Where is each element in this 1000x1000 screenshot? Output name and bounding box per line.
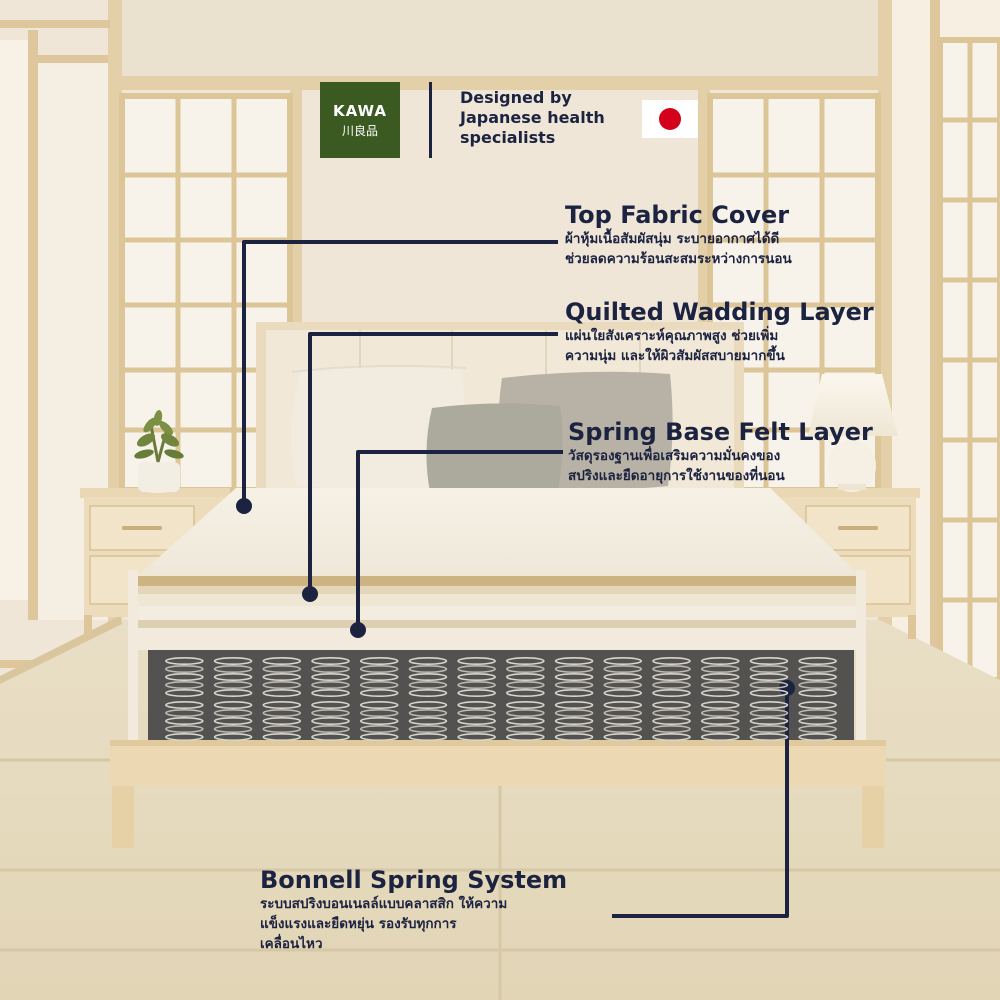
spring-coil xyxy=(408,656,448,697)
callout-quilted-wadding-layer: Quilted Wadding Layer แผ่นใยสังเคราะห์คุ… xyxy=(565,298,895,366)
spring-coil xyxy=(359,656,399,697)
spring-coil xyxy=(652,656,691,697)
spring-coil xyxy=(457,656,496,697)
spring-coil xyxy=(652,700,691,741)
callout-description: วัสดุรองฐานเพื่อเสริมความมั่นคงของ สปริง… xyxy=(568,448,785,484)
callout-dots xyxy=(236,498,795,696)
spring-base-felt-dot xyxy=(350,622,366,638)
pillows xyxy=(291,364,673,494)
spring-coil xyxy=(213,700,253,741)
callout-description: ระบบสปริงบอนเนลล์แบบคลาสสิก ให้ความ แข็ง… xyxy=(260,896,508,952)
logo-subtext: 川良品 xyxy=(341,123,378,138)
spring-coil xyxy=(749,656,789,697)
spring-coil xyxy=(408,700,448,741)
japan-flag-icon xyxy=(642,100,698,138)
spring-coil xyxy=(506,700,545,741)
callout-spring-base-felt-layer: Spring Base Felt Layer วัสดุรองฐานเพื่อเ… xyxy=(568,418,898,486)
spring-cutaway xyxy=(148,650,854,746)
callout-bonnell-spring-system: Bonnell Spring System ระบบสปริงบอนเนลล์แ… xyxy=(260,866,620,954)
callout-title: Spring Base Felt Layer xyxy=(568,418,873,446)
top-fabric-cover-dot xyxy=(236,498,252,514)
spring-coil xyxy=(798,656,837,697)
brand-divider xyxy=(429,82,432,158)
callout-title: Quilted Wadding Layer xyxy=(565,298,874,326)
callout-description: แผ่นใยสังเคราะห์คุณภาพสูง ช่วยเพิ่ม ความ… xyxy=(565,328,785,364)
spring-coils xyxy=(165,656,837,741)
mattress xyxy=(128,488,866,750)
spring-coil xyxy=(262,700,302,741)
spring-coil xyxy=(311,700,350,741)
flag-red-disc xyxy=(659,108,681,130)
spring-coil xyxy=(311,656,350,697)
table-lamp xyxy=(808,374,898,492)
spring-coil xyxy=(603,700,643,741)
potted-plant xyxy=(134,410,184,493)
spring-coil xyxy=(700,656,740,697)
bonnell-spring-dot xyxy=(779,680,795,696)
kawa-logo: KAWA 川良品 xyxy=(320,82,400,158)
logo-text: KAWA xyxy=(332,101,388,120)
spring-coil xyxy=(262,656,302,697)
spring-coil xyxy=(700,700,740,741)
quilted-wadding-dot xyxy=(302,586,318,602)
callout-leaders xyxy=(242,240,789,918)
spring-coil xyxy=(213,656,253,697)
callout-top-fabric-cover: Top Fabric Cover ผ้าหุ้มเนื้อสัมผัสนุ่ม … xyxy=(565,201,895,269)
spring-coil xyxy=(457,700,496,741)
spring-coil xyxy=(749,700,789,741)
spring-coil xyxy=(165,656,204,697)
spring-coil xyxy=(506,656,545,697)
spring-coil xyxy=(554,656,594,697)
spring-coil xyxy=(554,700,594,741)
spring-coil xyxy=(798,700,837,741)
spring-coil xyxy=(359,700,399,741)
bed-frame xyxy=(110,740,886,848)
callout-title: Bonnell Spring System xyxy=(260,866,568,894)
callout-title: Top Fabric Cover xyxy=(565,201,790,229)
callout-description: ผ้าหุ้มเนื้อสัมผัสนุ่ม ระบายอากาศได้ดี ช… xyxy=(565,231,792,267)
spring-coil xyxy=(603,656,643,697)
spring-coil xyxy=(165,700,204,741)
brand-tagline: Designed by Japanese health specialists xyxy=(460,88,605,147)
